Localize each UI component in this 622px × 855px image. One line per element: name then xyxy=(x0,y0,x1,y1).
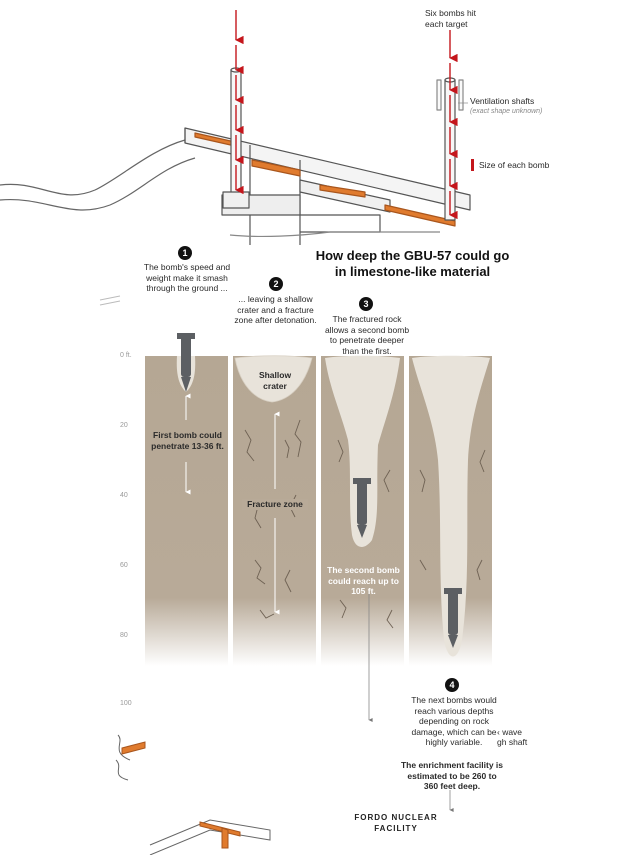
bomb-arrows-top xyxy=(235,10,458,220)
step-3-marker: 3 xyxy=(359,297,373,311)
facility-top-structure xyxy=(0,67,471,245)
exact-shape-note: (exact shape unknown) xyxy=(470,108,543,115)
facility-name: FORDO NUCLEAR FACILITY xyxy=(354,813,438,833)
depth-label: 80 xyxy=(120,632,128,639)
depth-label: 100 xyxy=(120,700,132,707)
bomb-size-marker xyxy=(471,159,474,171)
step-3-text: The fractured rock allows a second bomb … xyxy=(324,314,410,356)
partial-shaft-label: gh shaft xyxy=(497,737,528,747)
leader-lines xyxy=(368,590,454,812)
step-2-text: ... leaving a shallow crater and a fract… xyxy=(234,294,317,325)
depth-label: 20 xyxy=(120,422,128,429)
depth-label: 0 ft. xyxy=(120,352,132,359)
second-bomb-label: The second bomb could reach up to 105 ft… xyxy=(327,565,400,596)
diagram-title: How deep the GBU-57 could go in limeston… xyxy=(315,248,510,279)
depth-label: 60 xyxy=(120,562,128,569)
step-1-text: The bomb's speed and weight make it smas… xyxy=(143,262,231,293)
shallow-crater-label: Shallow crater xyxy=(258,370,292,391)
step-4-marker: 4 xyxy=(445,678,459,692)
shallow-crater-shape xyxy=(234,355,313,403)
step-4-text: The next bombs would reach various depth… xyxy=(411,695,497,747)
step-2-marker: 2 xyxy=(269,277,283,291)
depth-label: 40 xyxy=(120,492,128,499)
ventilation-shafts-label: Ventilation shafts xyxy=(470,96,535,106)
fracture-zone-label: Fracture zone xyxy=(242,499,308,510)
white-arrows xyxy=(185,393,280,615)
partial-wave-label: ‹ wave xyxy=(497,727,523,737)
bomb-size-label: Size of each bomb xyxy=(479,160,550,170)
first-bomb-label: First bomb could penetrate 13-36 ft. xyxy=(151,430,224,451)
step-1-marker: 1 xyxy=(178,246,192,260)
next-bombs-channel xyxy=(412,355,490,657)
bomb-1 xyxy=(177,333,195,392)
bomb-3 xyxy=(444,588,462,648)
second-bomb-channel xyxy=(325,355,400,547)
six-bombs-label: Six bombs hit each target xyxy=(425,8,477,29)
bomb-2 xyxy=(353,478,371,538)
rock-panel-2 xyxy=(233,356,316,666)
facility-bottom-fragment xyxy=(99,295,271,855)
enrichment-depth-note: The enrichment facility is estimated to … xyxy=(400,760,504,791)
